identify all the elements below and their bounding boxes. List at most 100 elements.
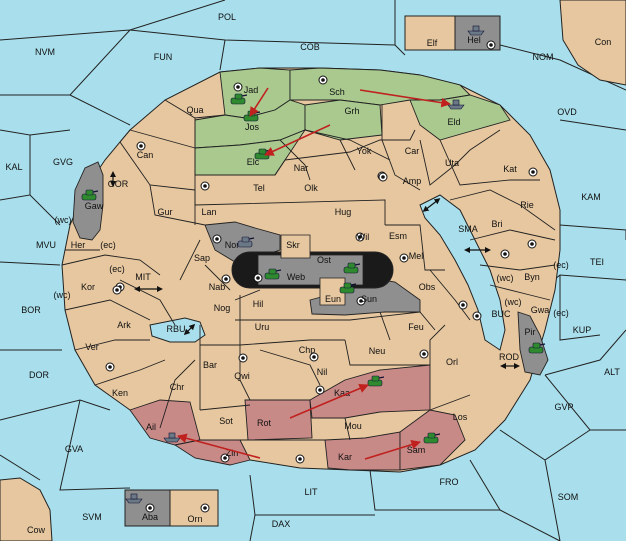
province-border	[119, 279, 176, 326]
province-label-zin: Zin	[226, 448, 239, 458]
supply-center-dot	[223, 456, 227, 460]
province-border	[74, 339, 150, 351]
ship-tower	[452, 99, 460, 106]
province-label-sam: Sam	[407, 445, 426, 455]
ship-hull	[163, 437, 181, 443]
province-border	[179, 239, 201, 281]
province-label-sap: Sap	[194, 253, 210, 263]
supply-center-dot	[148, 506, 152, 510]
province-border	[279, 139, 311, 181]
sea-label-con: Con	[595, 37, 612, 47]
tank-barrel	[354, 263, 361, 266]
supply-center-dot	[241, 356, 245, 360]
supply-center-dot	[359, 299, 363, 303]
tank-turret	[234, 93, 243, 100]
supply-center-dot	[358, 235, 362, 239]
province-border	[234, 289, 261, 301]
province-border	[469, 229, 556, 241]
province-label-sot: Sot	[219, 416, 233, 426]
province-label-nog: Nog	[214, 303, 231, 313]
province-label-los: Los	[453, 412, 468, 422]
unit-kaa-army-icon	[367, 375, 385, 387]
orders	[177, 87, 451, 460]
province-border	[344, 324, 446, 366]
sea-label-kup: KUP	[573, 325, 592, 335]
province-label-grh: Grh	[344, 106, 359, 116]
province-border	[304, 129, 391, 161]
province-label-kat: Kat	[503, 164, 517, 174]
province-label-nil: Nil	[317, 367, 328, 377]
coast-tag-gwa_ec: (ec)	[553, 308, 569, 318]
supply-center-dot	[318, 388, 322, 392]
supply-center-dot	[489, 43, 493, 47]
tank-barrel	[275, 269, 282, 272]
province-label-gur: Gur	[157, 207, 172, 217]
supply-center-dot	[236, 85, 240, 89]
unit-gaw-army-icon	[81, 189, 99, 201]
eun-box	[319, 277, 346, 306]
supply-center-dot	[422, 352, 426, 356]
province-border	[64, 299, 151, 321]
province-label-orl: Orl	[446, 357, 458, 367]
sea-label-alt: ALT	[604, 367, 620, 377]
province-border	[239, 339, 345, 346]
province-border	[119, 129, 196, 191]
tank-barrel	[92, 190, 99, 193]
sea-label-cob: COB	[300, 42, 320, 52]
supply-center-dot	[503, 252, 507, 256]
province-border	[61, 254, 161, 276]
province-label-web: Web	[287, 272, 305, 282]
supply-center-dot	[402, 256, 406, 260]
ship-tower	[168, 432, 176, 439]
unit-pir-army-icon	[528, 342, 546, 354]
sea-label-kal: KAL	[5, 162, 22, 172]
province-label-uta: Uta	[445, 158, 459, 168]
province-label-yok: Yok	[357, 146, 372, 156]
sea-label-ovd: OVD	[557, 107, 577, 117]
coast-tag-gaw_wc: (wc)	[55, 215, 72, 225]
province-label-uru: Uru	[255, 322, 270, 332]
tank-turret	[241, 236, 250, 243]
sea-label-fun: FUN	[154, 52, 173, 62]
coast-tag-byn_ec: (ec)	[553, 260, 569, 270]
move-order-jad-jos	[249, 87, 269, 117]
province-label-neu: Neu	[369, 346, 386, 356]
province-label-hil: Hil	[253, 299, 264, 309]
sea-label-cow: Cow	[27, 525, 46, 535]
province-label-aba: Aba	[142, 512, 158, 522]
supply-center-dot	[298, 457, 302, 461]
province-border	[235, 311, 436, 331]
unit-jad-army-icon	[230, 93, 248, 105]
province-label-ver: Ver	[85, 342, 99, 352]
province-label-nor: Nor	[225, 240, 240, 250]
esm-connector	[422, 198, 441, 212]
province-label-car: Car	[405, 146, 420, 156]
province-border	[439, 139, 540, 186]
province-border	[344, 417, 351, 441]
province-label-her: Her	[71, 240, 86, 250]
province-borders	[61, 99, 556, 441]
ship-hull	[447, 104, 465, 110]
sea-label-gor: GOR	[108, 179, 129, 189]
supply-center-dot	[530, 242, 534, 246]
province-border	[94, 359, 166, 386]
province-label-rie: Rie	[520, 200, 534, 210]
zin-region	[173, 439, 251, 466]
province-label-olk: Olk	[304, 183, 318, 193]
province-border	[159, 359, 196, 429]
tank-turret	[427, 432, 436, 439]
rbu-connector	[183, 323, 196, 336]
province-label-nab: Nab	[209, 282, 226, 292]
supply-center-dot	[215, 237, 219, 241]
coast-tag-kor_ec: (ec)	[109, 264, 125, 274]
sea-label-dor: DOR	[29, 370, 50, 380]
province-label-pir: Pir	[525, 327, 536, 337]
province-label-gaw: Gaw	[85, 201, 104, 211]
tank-barrel	[539, 343, 546, 346]
sea-label-nvm: NVM	[35, 47, 55, 57]
province-border	[259, 349, 321, 386]
ship-tower	[472, 25, 480, 32]
